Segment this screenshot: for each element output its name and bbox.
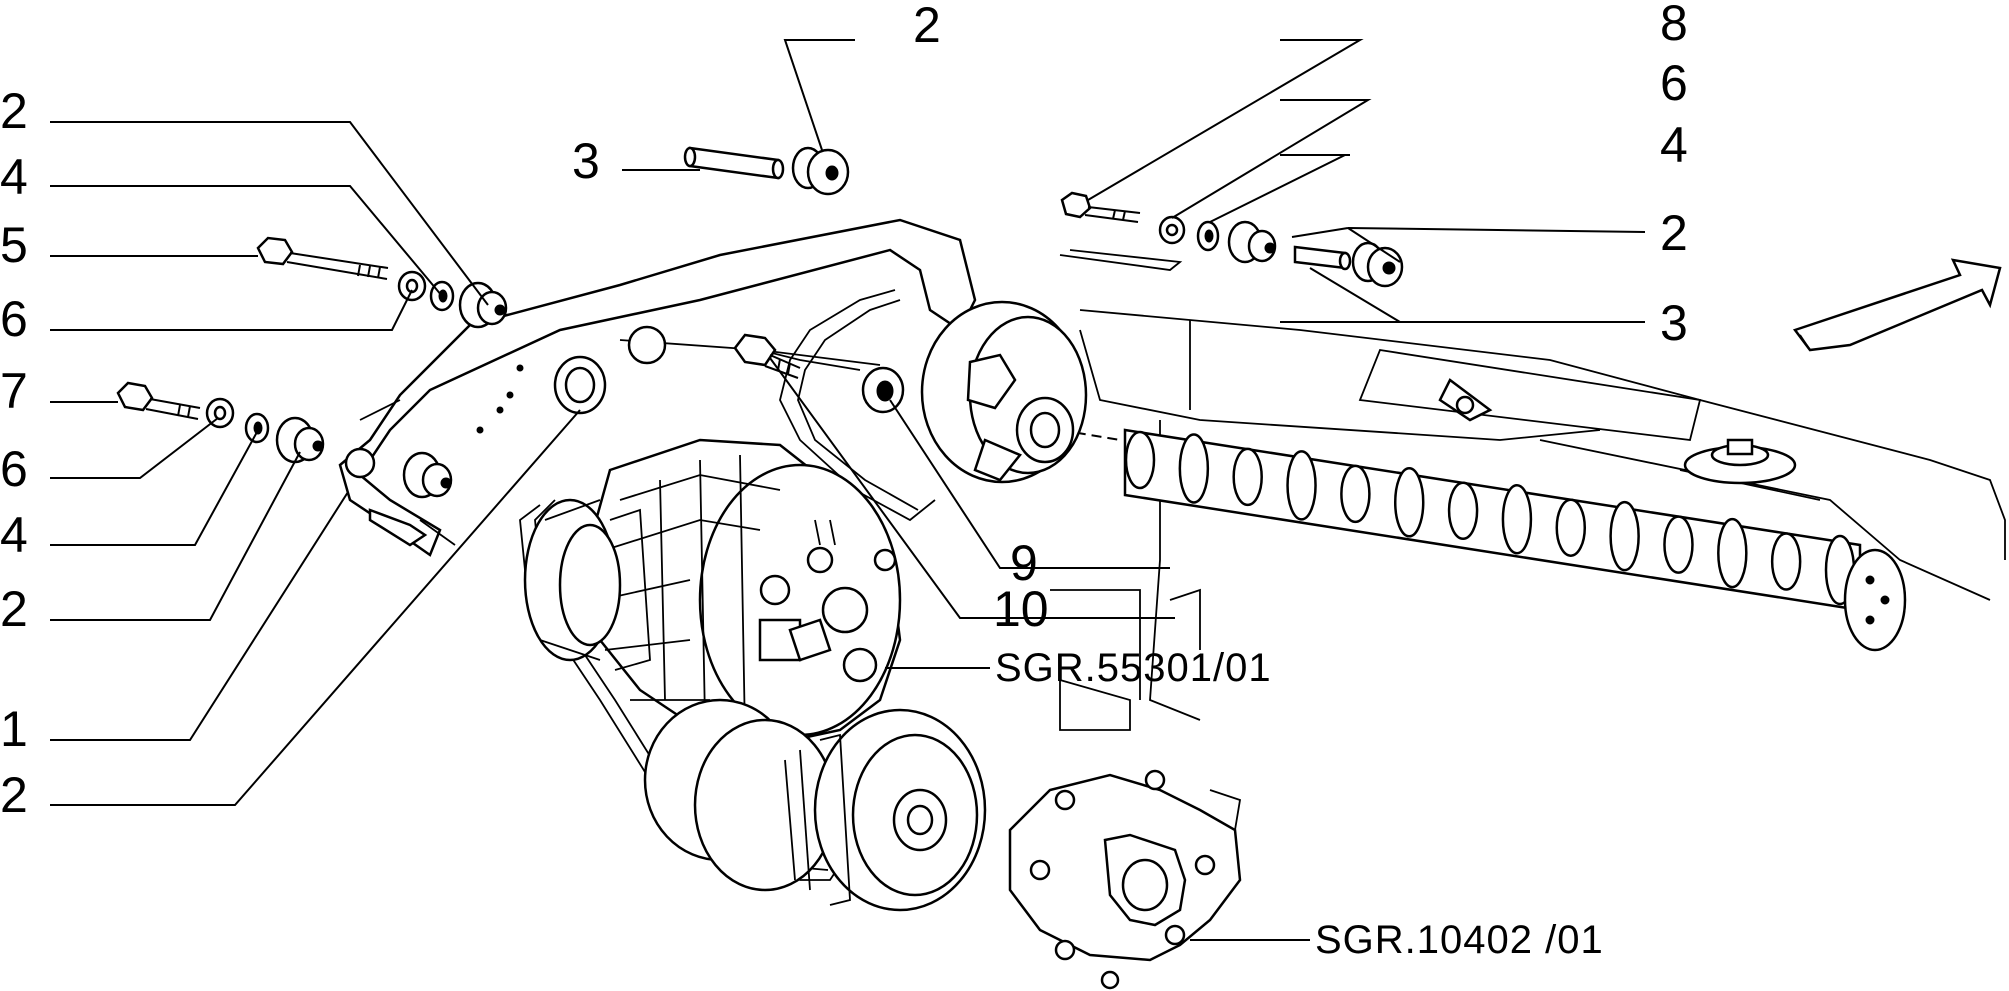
callout-left-5: 7 xyxy=(0,363,28,419)
engine-assembly-drawing xyxy=(116,146,2006,990)
callout-left-8: 2 xyxy=(0,581,28,637)
alternator-pulley xyxy=(523,498,651,671)
callout-pulley-1: 9 xyxy=(1010,535,1038,591)
washer-right-4 xyxy=(1196,220,1220,252)
alternator xyxy=(583,438,902,747)
callout-left-6: 6 xyxy=(0,441,28,497)
camshaft-lobe xyxy=(1393,467,1425,538)
bush-bracket-2 xyxy=(402,451,453,499)
camshaft-lobe xyxy=(1286,450,1317,521)
callout-left-1: 2 xyxy=(0,83,28,139)
washer-lower-6 xyxy=(205,397,235,429)
right-callouts: 8 6 4 2 3 xyxy=(1660,0,1688,351)
callout-left-9: 1 xyxy=(0,701,28,757)
reference-water-pump: SGR.10402 /01 xyxy=(1315,918,1604,962)
pulley-callouts: 9 10 xyxy=(993,535,1049,637)
top-callouts: 2 3 xyxy=(572,0,941,189)
bush-right-outer-2 xyxy=(1351,241,1404,288)
bush-top-2 xyxy=(791,146,850,196)
callout-top-2: 3 xyxy=(572,133,600,189)
alternator-mounting-bracket xyxy=(338,218,977,557)
callout-left-7: 4 xyxy=(0,507,28,563)
pin-top-3 xyxy=(683,146,785,180)
callout-left-3: 5 xyxy=(0,217,28,273)
camshaft-pulley xyxy=(920,300,1088,484)
camshaft-lobe xyxy=(1717,517,1748,589)
camshaft-lobe xyxy=(1770,532,1802,591)
reference-codes: SGR.55301/01 SGR.10402 /01 xyxy=(995,646,1604,962)
callout-left-10: 2 xyxy=(0,767,28,823)
leader-lines xyxy=(50,39,1646,941)
water-pump xyxy=(1008,769,1242,990)
camshaft-lobe xyxy=(1178,433,1210,504)
camshaft-lobe xyxy=(1555,498,1587,557)
water-pump-pulley xyxy=(643,698,987,912)
washer-right-6 xyxy=(1158,215,1186,245)
bracket-bushing xyxy=(553,355,607,415)
camshaft-lobe xyxy=(1609,500,1640,572)
pin-right-3 xyxy=(1293,245,1352,271)
right-bracket-outline xyxy=(1059,249,1183,271)
bush-upper-2 xyxy=(458,281,508,329)
bush-right-2 xyxy=(1227,220,1277,264)
camshaft-lobe xyxy=(1232,447,1263,507)
washer-upper-6 xyxy=(397,270,427,302)
bush-lower-2 xyxy=(275,416,325,464)
washer-part-9 xyxy=(861,366,905,414)
callout-top-1: 2 xyxy=(913,0,941,53)
camshaft-lobe xyxy=(1124,430,1156,490)
bolt-part-8 xyxy=(1060,191,1141,223)
washer-lower-4 xyxy=(244,412,270,444)
bolt-part-5 xyxy=(256,236,389,280)
bolt-part-10 xyxy=(733,333,801,379)
camshaft-lobe xyxy=(1447,481,1479,541)
callout-right-3: 4 xyxy=(1660,117,1688,173)
camshaft-lobe xyxy=(1501,483,1533,555)
callout-left-4: 6 xyxy=(0,291,28,347)
oil-filler-cap xyxy=(1683,438,1797,485)
bolt-part-7 xyxy=(116,381,201,420)
direction-arrow-icon xyxy=(1792,258,2002,352)
engine-head xyxy=(1050,309,2006,731)
callout-right-4: 2 xyxy=(1660,205,1688,261)
camshaft xyxy=(1059,428,1907,652)
callout-right-1: 8 xyxy=(1660,0,1688,51)
camshaft-lobe xyxy=(1340,464,1371,524)
callout-pulley-2: 10 xyxy=(993,581,1049,637)
callout-right-5: 3 xyxy=(1660,295,1688,351)
left-callouts: 2 4 5 6 7 6 4 2 1 2 xyxy=(0,83,28,823)
callout-left-2: 4 xyxy=(0,149,28,205)
reference-alternator: SGR.55301/01 xyxy=(995,646,1272,690)
camshaft-lobe xyxy=(1663,515,1694,574)
callout-right-2: 6 xyxy=(1660,55,1688,111)
